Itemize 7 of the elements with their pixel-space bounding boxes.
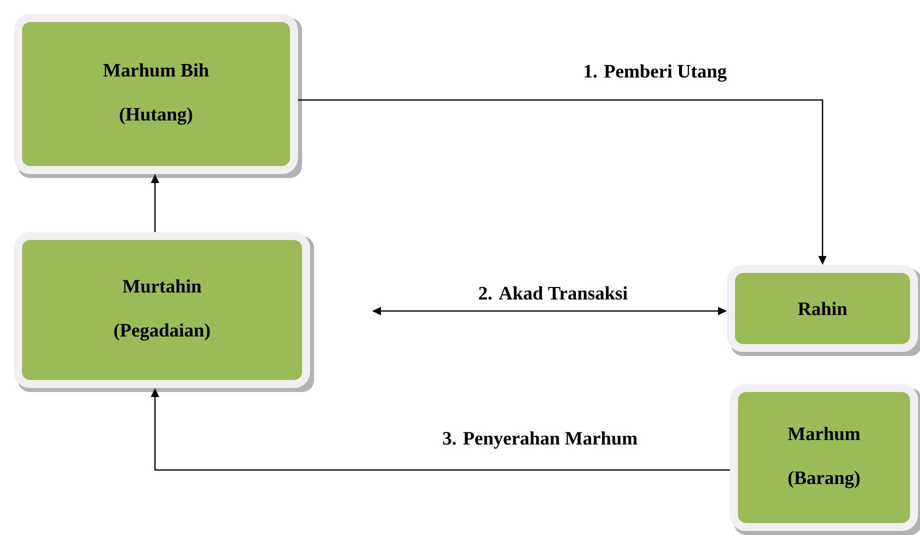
edge-label: 1. Pemberi Utang	[582, 63, 728, 83]
process-box: Rahin	[727, 265, 920, 356]
edge-label: 2. Akad Transaksi	[477, 285, 629, 301]
process-box: Marhum Bih (Hutang)	[14, 14, 302, 178]
process-box: Marhum (Barang)	[730, 384, 920, 535]
edge-label: 3. Penyerahan Marhum	[441, 430, 639, 450]
process-box: Murtahin (Pegadaian)	[14, 232, 314, 392]
